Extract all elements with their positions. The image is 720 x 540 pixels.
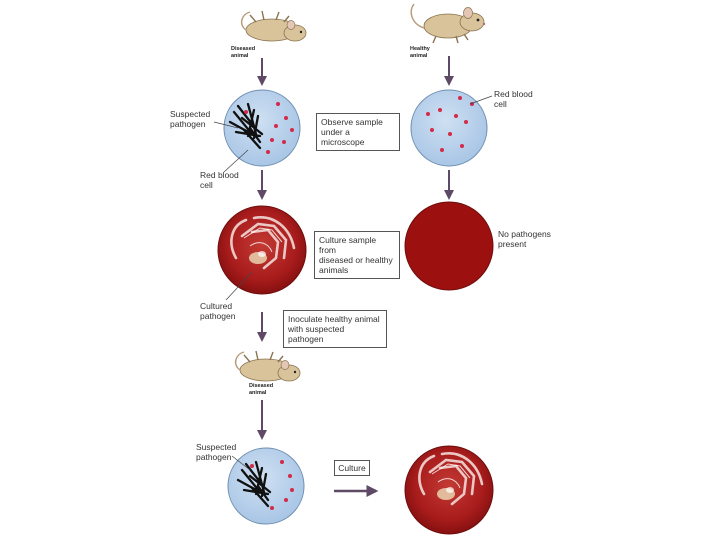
- label-no-pathogens: No pathogens present: [498, 229, 551, 249]
- label-cultured-pathogen: Cultured pathogen: [200, 301, 236, 321]
- label-healthy-animal: Healthy animal: [410, 46, 430, 59]
- diseased-mouse-icon: [240, 10, 307, 42]
- inoculated-mouse-icon: [234, 350, 301, 382]
- label-diseased-animal-top: Diseased animal: [231, 46, 256, 59]
- culture-plate-reisolated: [404, 445, 494, 535]
- reisolated-sample-slide: [227, 447, 305, 525]
- step-culture-box: Culture: [334, 460, 370, 476]
- label-suspected-pathogen-1: Suspected pathogen: [170, 109, 211, 129]
- step-culture-sample-box: Culture sample from diseased or healthy …: [314, 231, 400, 279]
- healthy-mouse-icon: [410, 3, 486, 44]
- step-inoculate-box: Inoculate healthy animal with suspected …: [283, 310, 387, 348]
- culture-plate-healthy: [404, 201, 494, 291]
- healthy-sample-slide: [410, 89, 488, 167]
- diseased-sample-slide: [223, 89, 301, 167]
- step-observe-box: Observe sample under a microscope: [316, 113, 400, 151]
- label-red-blood-cell-left: Red blood cell: [200, 170, 239, 190]
- label-diseased-animal-bottom: Diseased animal: [249, 383, 274, 396]
- culture-plate-diseased: [217, 205, 307, 295]
- label-suspected-pathogen-2: Suspected pathogen: [196, 442, 237, 462]
- label-red-blood-cell-right: Red blood cell: [494, 89, 533, 109]
